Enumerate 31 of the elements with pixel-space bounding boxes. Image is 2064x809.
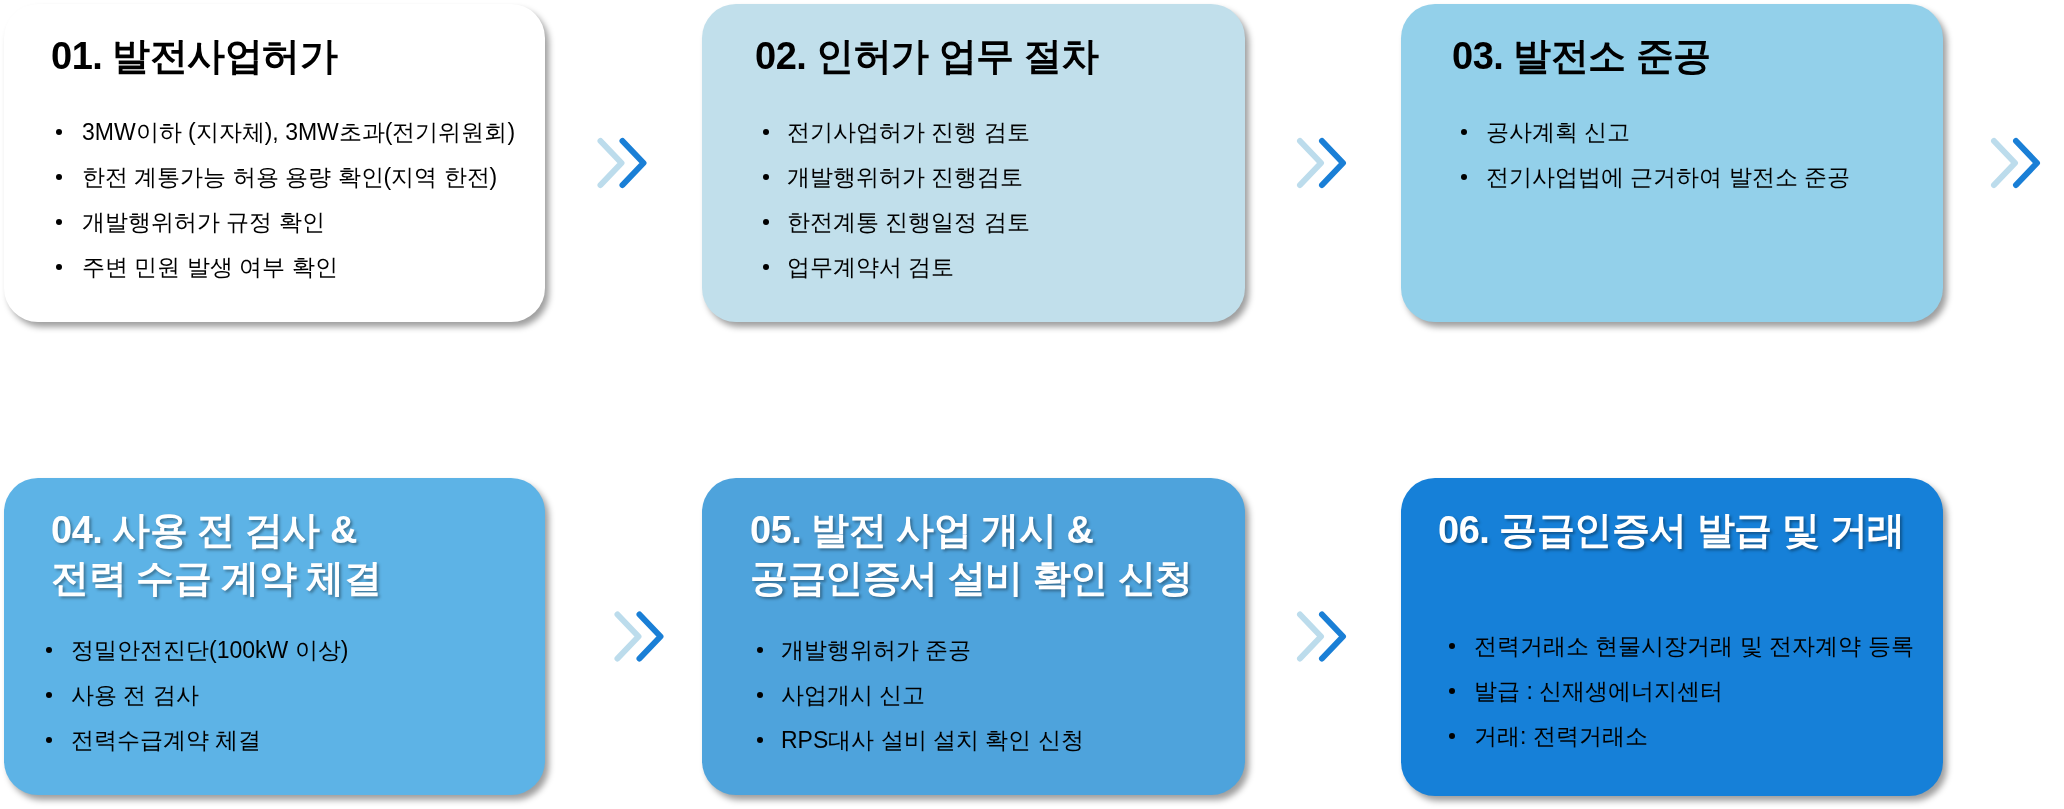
bullet-item: 거래: 전력거래소 [1449,714,1648,759]
bullet-item: 사업개시 신고 [757,673,926,718]
bullet-item: 전력거래소 현물시장거래 및 전자계약 등록 [1449,624,1914,669]
bullet-item: 발급 : 신재생에너지센터 [1449,669,1724,714]
bullet-item: 사용 전 검사 [46,673,199,718]
bullet-item: 한전계통 진행일정 검토 [763,200,1030,245]
step-title: 03. 발전소 준공 [1452,34,1711,79]
bullet-item: RPS대사 설비 설치 확인 신청 [757,718,1084,763]
step-card [1401,478,1943,796]
step-title: 02. 인허가 업무 절차 [755,34,1099,79]
bullet-item: 공사계획 신고 [1461,110,1631,155]
bullet-item: 개발행위허가 준공 [757,628,972,673]
bullet-item: 주변 민원 발생 여부 확인 [56,245,338,290]
step-title: 01. 발전사업허가 [51,34,338,79]
bullet-item: 전력수급계약 체결 [46,718,262,763]
step-card [4,4,545,322]
bullet-item: 전기사업법에 근거하여 발전소 준공 [1461,155,1851,200]
bullet-item: 전기사업허가 진행 검토 [763,110,1030,155]
step-title: 05. 발전 사업 개시 & 공급인증서 설비 확인 신청 [750,508,1194,601]
bullet-item: 개발행위허가 규정 확인 [56,200,325,245]
step-card [702,478,1245,795]
bullet-item: 개발행위허가 진행검토 [763,155,1024,200]
bullet-item: 한전 계통가능 허용 용량 확인(지역 한전) [56,155,498,200]
bullet-item: 업무계약서 검토 [763,245,955,290]
step-card [4,478,545,795]
bullet-item: 3MW이하 (지자체), 3MW초과(전기위원회) [56,110,516,155]
bullet-item: 정밀안전진단(100kW 이상) [46,628,349,673]
step-title: 04. 사용 전 검사 & 전력 수급 계약 체결 [51,508,383,601]
step-card [1401,4,1943,322]
step-card [702,4,1245,322]
step-title: 06. 공급인증서 발급 및 거래 [1438,508,1905,553]
